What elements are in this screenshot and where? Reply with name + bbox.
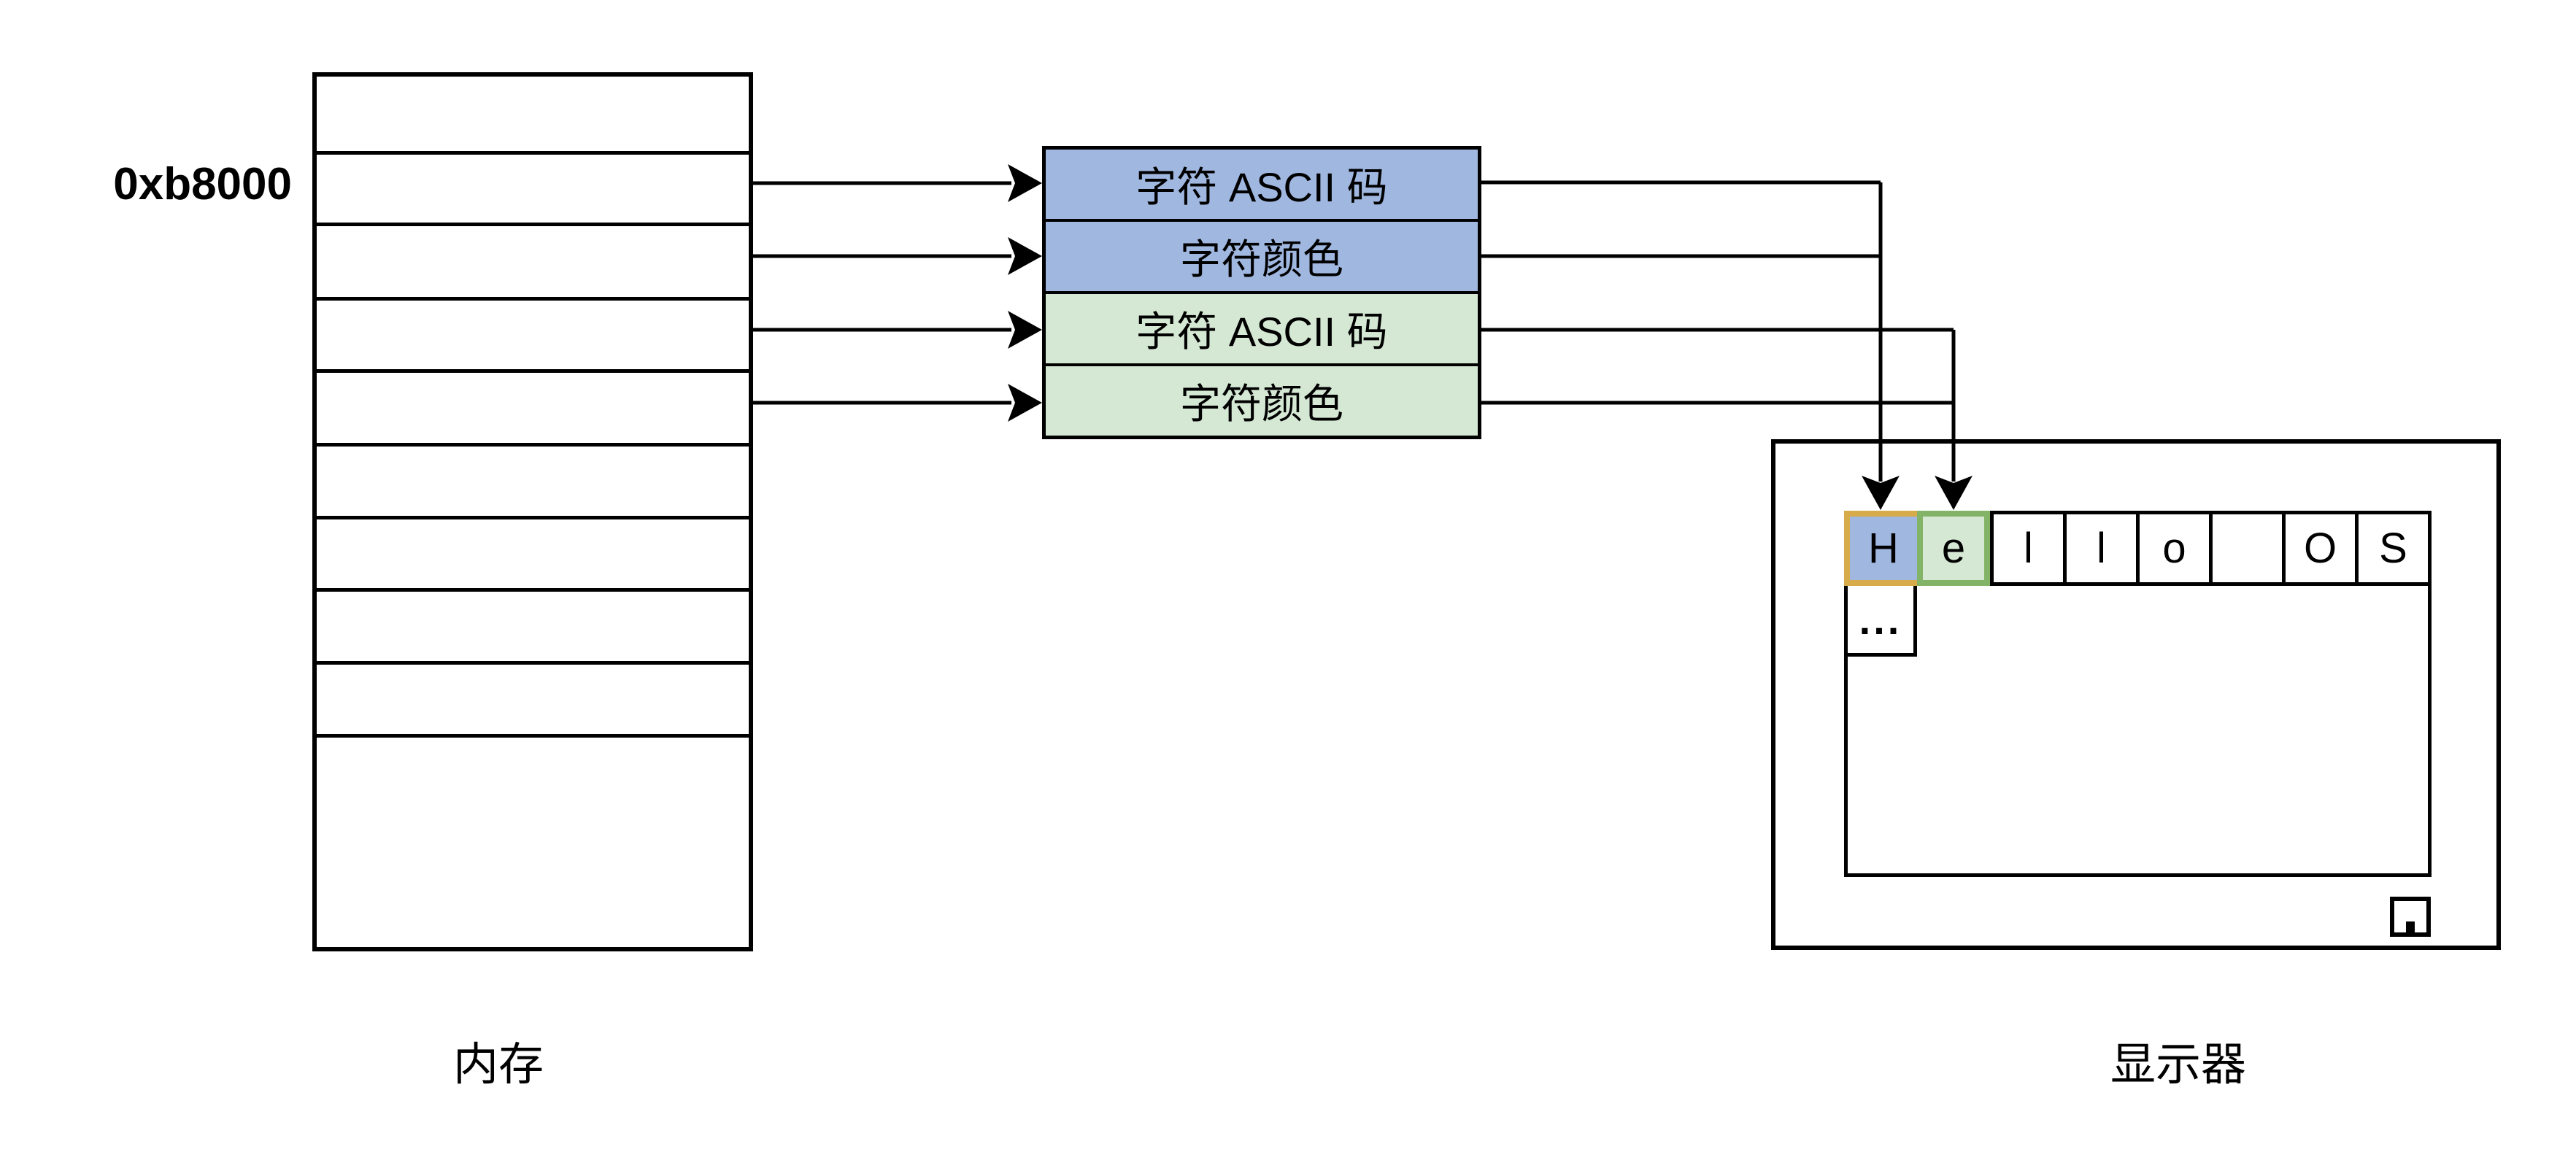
cursor-tick-icon xyxy=(2406,921,2415,932)
monitor-cursor-icon xyxy=(2390,897,2431,937)
arrowhead-right-icon xyxy=(1008,237,1042,275)
screen-cell-l: l xyxy=(2063,511,2140,586)
vram-row-label: 字符颜色 xyxy=(1180,236,1343,282)
memory-address-label: 0xb8000 xyxy=(113,159,292,209)
vram-row-label: 字符 ASCII 码 xyxy=(1135,309,1388,355)
screen-cell-O: O xyxy=(2282,511,2359,586)
screen-cell-space xyxy=(2209,511,2286,586)
vram-row-label: 字符颜色 xyxy=(1180,381,1343,427)
vram-block: 字符 ASCII 码 字符颜色 字符 ASCII 码 字符颜色 xyxy=(1042,146,1481,439)
screen-cell-S: S xyxy=(2355,511,2432,586)
vram-row-ascii-2: 字符 ASCII 码 xyxy=(1046,291,1478,363)
screen-cell-ellipsis: ... xyxy=(1848,586,1917,657)
memory-row-divider xyxy=(317,369,749,373)
memory-row-divider xyxy=(317,516,749,519)
screen-cell-e: e xyxy=(1917,511,1990,586)
memory-row-divider xyxy=(317,734,749,738)
vram-row-color-2: 字符颜色 xyxy=(1046,363,1478,436)
memory-row-divider xyxy=(317,151,749,155)
screen-cell-l: l xyxy=(1990,511,2067,586)
arrowhead-right-icon xyxy=(1008,164,1042,202)
memory-row-divider xyxy=(317,661,749,665)
memory-row-divider xyxy=(317,443,749,447)
screen-cell-o: o xyxy=(2136,511,2213,586)
screen-cell-H: H xyxy=(1844,511,1917,586)
vram-row-label: 字符 ASCII 码 xyxy=(1135,164,1388,210)
vram-row-ascii-1: 字符 ASCII 码 xyxy=(1046,150,1478,219)
memory-row-divider xyxy=(317,223,749,226)
arrowhead-right-icon xyxy=(1008,384,1042,422)
arrowhead-right-icon xyxy=(1008,311,1042,349)
memory-box xyxy=(312,72,753,951)
monitor-caption: 显示器 xyxy=(2110,1040,2246,1090)
memory-row-divider xyxy=(317,297,749,301)
memory-row-divider xyxy=(317,588,749,592)
vram-row-color-1: 字符颜色 xyxy=(1046,219,1478,291)
memory-caption: 内存 xyxy=(452,1040,544,1090)
